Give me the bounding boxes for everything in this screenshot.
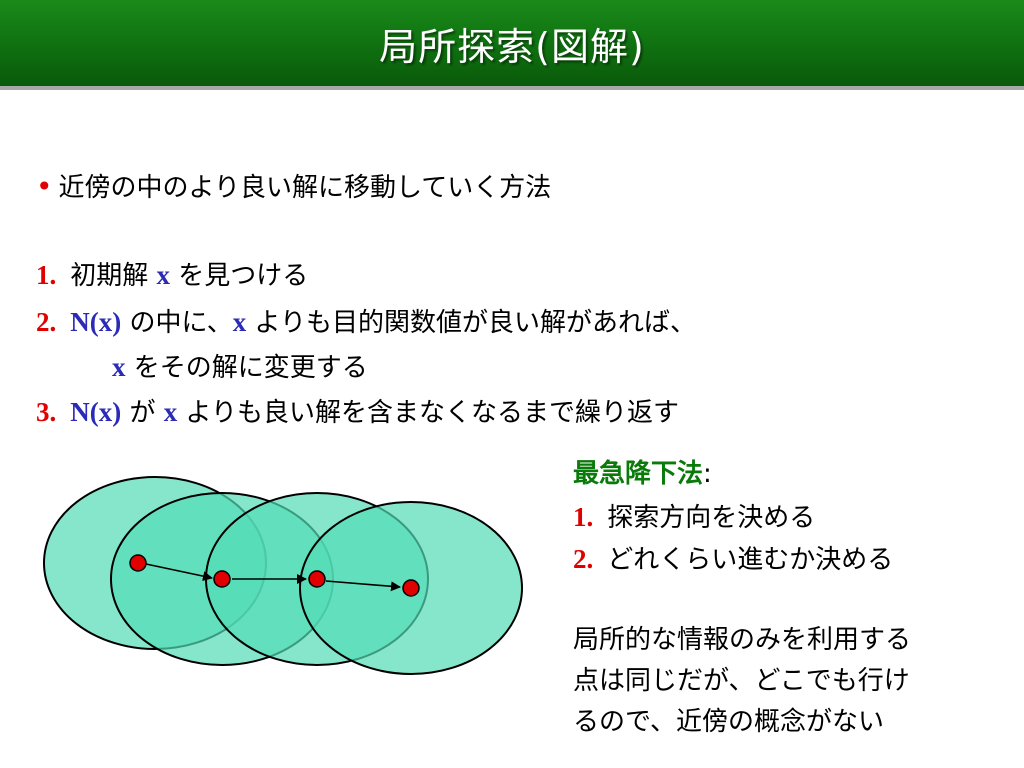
side-heading-line: 最急降下法: xyxy=(573,457,712,491)
variable-x: x xyxy=(232,307,247,337)
side-heading-colon: : xyxy=(703,459,712,489)
move-arrow-1 xyxy=(145,563,213,582)
step-text: の中に、 xyxy=(129,308,233,338)
solution-point-4 xyxy=(402,579,420,597)
solution-point-2 xyxy=(213,570,231,588)
side-item-1: 1. 探索方向を決める xyxy=(573,500,815,535)
side-item-text: どれくらい進むか決める xyxy=(607,545,894,575)
variable-x: x xyxy=(156,260,171,290)
step-text: よりも目的関数値が良い解があれば、 xyxy=(254,308,696,338)
title-bar: 局所探索(図解) xyxy=(0,0,1024,86)
step-3: 3. N(x) が x よりも良い解を含まなくなるまで繰り返す xyxy=(36,395,679,430)
side-item-number: 1. xyxy=(573,502,594,532)
side-note-line-3: るので、近傍の概念がない xyxy=(573,707,884,737)
variable-x: x xyxy=(112,352,126,382)
neighborhood-nx: N(x) xyxy=(70,307,122,337)
step-text: が xyxy=(129,398,156,428)
slide-title: 局所探索(図解) xyxy=(379,24,645,69)
step-number: 1. xyxy=(36,260,57,290)
variable-x: x xyxy=(163,397,178,427)
step-text: を見つける xyxy=(178,261,309,291)
bullet-marker: • xyxy=(36,170,53,203)
neighborhood-nx: N(x) xyxy=(70,397,122,427)
step-text: をその解に変更する xyxy=(133,353,368,383)
solution-point-3 xyxy=(308,570,326,588)
solution-point-1 xyxy=(129,554,147,572)
step-2: 2. N(x) の中に、x よりも目的関数値が良い解があれば、 xyxy=(36,305,696,340)
step-1: 1. 初期解 x を見つける xyxy=(36,258,308,293)
move-arrow-3 xyxy=(325,580,401,592)
side-heading: 最急降下法 xyxy=(573,459,704,489)
side-item-text: 探索方向を決める xyxy=(607,503,816,533)
step-text: よりも良い解を含まなくなるまで繰り返す xyxy=(185,398,680,428)
step-2-continuation: x をその解に変更する xyxy=(112,350,368,385)
bullet-text: 近傍の中のより良い解に移動していく方法 xyxy=(58,173,552,203)
step-number: 3. xyxy=(36,397,57,427)
bullet-line: •近傍の中のより良い解に移動していく方法 xyxy=(36,170,551,205)
side-note-line-2: 点は同じだが、どこでも行け xyxy=(573,666,910,696)
side-note-line-1: 局所的な情報のみを利用する xyxy=(573,625,912,655)
side-item-number: 2. xyxy=(573,544,594,574)
step-text: 初期解 xyxy=(70,261,149,291)
side-item-2: 2. どれくらい進むか決める xyxy=(573,542,893,577)
step-number: 2. xyxy=(36,307,57,337)
